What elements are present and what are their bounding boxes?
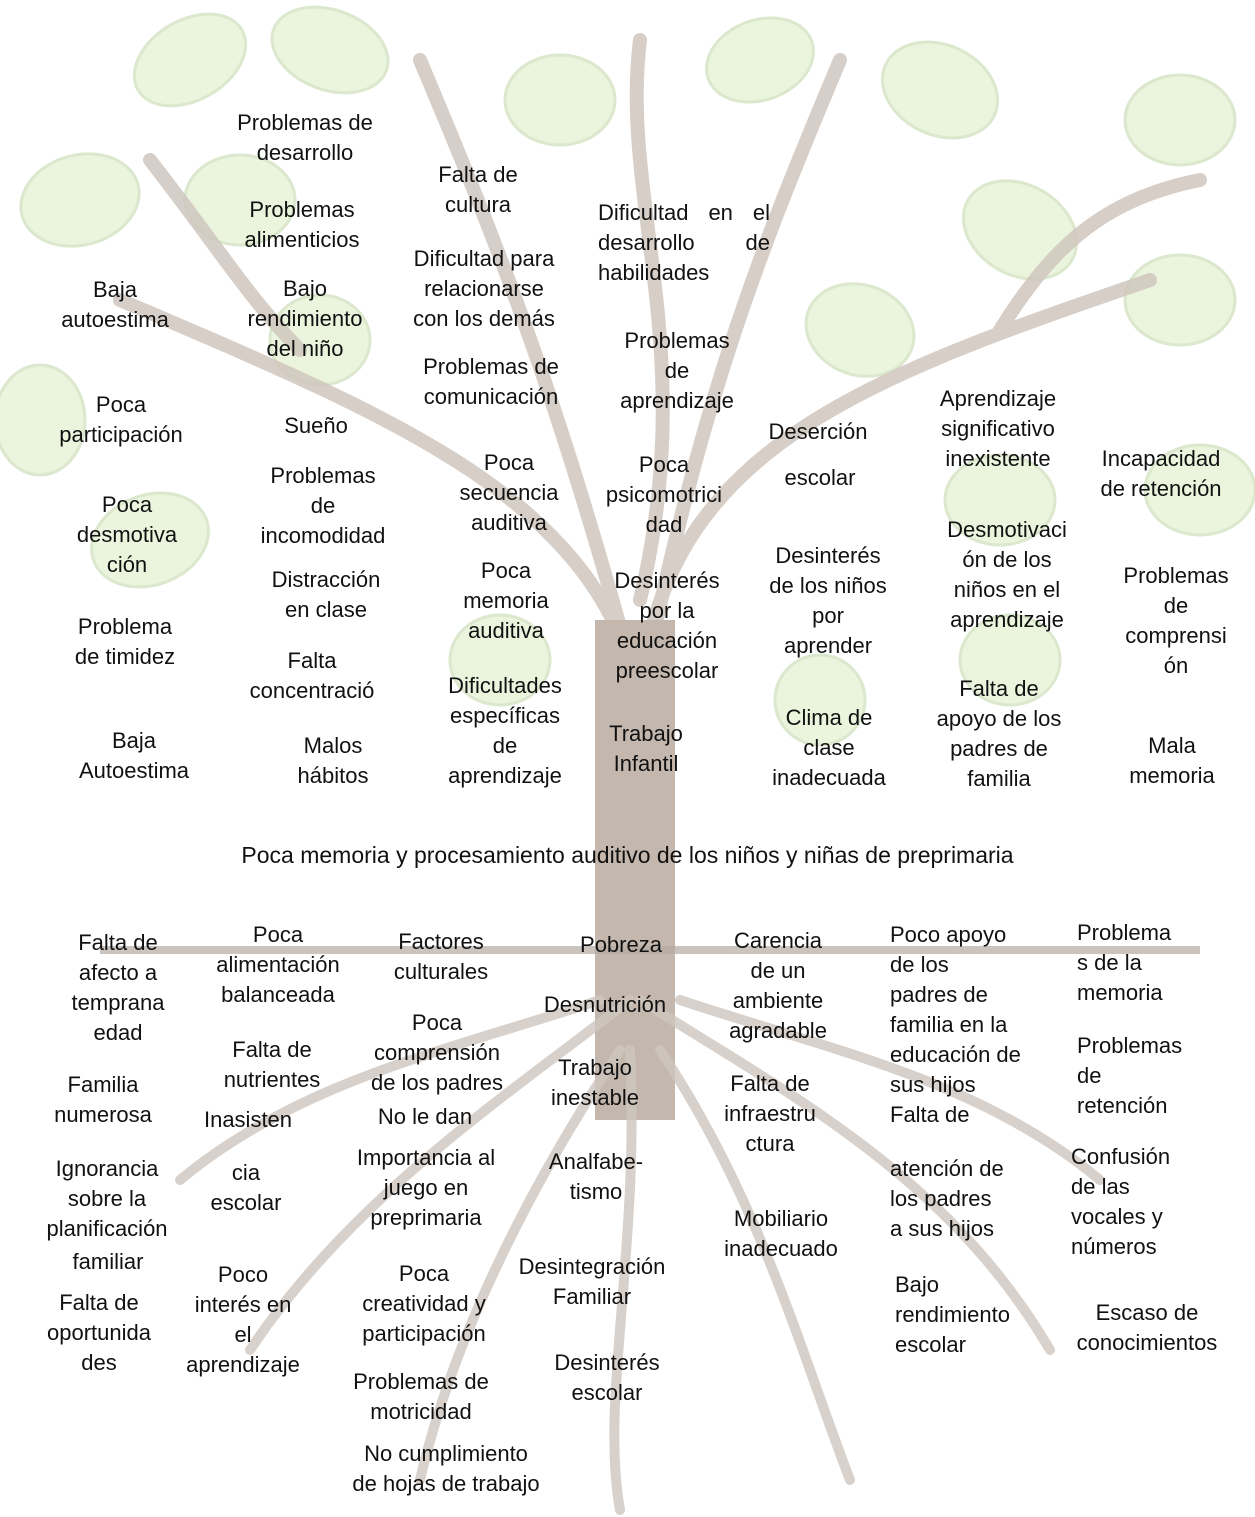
effect-label: Deserción <box>768 419 868 444</box>
cause-label: Carencia de un ambiente agradable <box>729 928 827 1043</box>
cause-label: Desintegración Familiar <box>518 1254 666 1309</box>
cause-label: Falta de nutrientes <box>223 1037 321 1092</box>
effect-label: Problema de timidez <box>74 614 176 669</box>
cause-label: No cumplimiento de hojas de trabajo <box>352 1441 540 1496</box>
effect-label: Problemas alimenticios <box>244 197 360 252</box>
cause-label: cia escolar <box>210 1160 282 1215</box>
effect-label: Poca secuencia auditiva <box>459 450 559 535</box>
cause-label: Trabajo inestable <box>550 1055 640 1110</box>
cause-label: Pobreza <box>580 932 662 957</box>
cause-label: Familia numerosa <box>54 1072 152 1127</box>
cause-label: Ignorancia sobre la planificación <box>46 1156 168 1241</box>
central-problem: Poca memoria y procesamiento auditivo de… <box>241 842 1014 868</box>
cause-label: Analfabe- tismo <box>548 1149 644 1204</box>
effect-label: Incapacidad de retención <box>1100 446 1222 501</box>
effect-label: Sueño <box>284 413 348 438</box>
effect-label: Falta de cultura <box>438 162 518 217</box>
cause-label: Poco interés en el aprendizaje <box>186 1262 300 1377</box>
cause-label: Falta de afecto a temprana edad <box>71 930 165 1045</box>
effect-label: escolar <box>784 465 856 490</box>
effect-label: Baja autoestima <box>61 277 169 332</box>
effect-label: Desmotivaci ón de los niños en el aprend… <box>947 517 1067 632</box>
cause-label: Problemas de retención <box>1077 1033 1183 1118</box>
cause-label: Bajo rendimiento escolar <box>895 1272 1010 1357</box>
effect-label: Poca psicomotrici dad <box>605 452 723 537</box>
effect-label: Problemas de desarrollo <box>237 110 373 165</box>
cause-label: Inasisten <box>203 1107 293 1132</box>
cause-label: Mobiliario inadecuado <box>724 1206 838 1261</box>
cause-label: Poco apoyo de los padres de familia en l… <box>890 922 1021 1127</box>
effect-label: Poca participación <box>59 392 183 447</box>
effect-label: Mala memoria <box>1129 733 1215 788</box>
trunk <box>595 620 675 1120</box>
cause-label: Poca comprensión de los padres <box>370 1010 504 1095</box>
cause-label: Importancia al juego en preprimaria <box>356 1145 496 1230</box>
effect-label: Trabajo Infantil <box>609 721 683 776</box>
effect-label: Problemas de incomodidad <box>260 463 386 548</box>
effect-label: Baja Autoestima <box>78 728 190 783</box>
cause-label: Desnutrición <box>543 992 667 1017</box>
effect-label: Aprendizaje significativo inexistente <box>939 386 1057 471</box>
effect-label: Malos hábitos <box>297 733 369 788</box>
cause-label: Falta de oportunida des <box>47 1290 151 1375</box>
cause-label: familiar <box>72 1249 144 1274</box>
effect-label: Clima de clase inadecuada <box>772 705 886 790</box>
effect-label: Poca memoria auditiva <box>463 558 549 643</box>
cause-label: Problemas de motricidad <box>353 1369 489 1424</box>
effect-label: Problemas de comprensi ón <box>1123 563 1229 678</box>
cause-label: Confusión de las vocales y números <box>1071 1144 1171 1259</box>
cause-label: Escaso de conocimientos <box>1076 1300 1218 1355</box>
effect-label: Dificultad para relacionarse con los dem… <box>413 246 555 331</box>
cause-label: Poca alimentación balanceada <box>216 922 340 1007</box>
effect-label: Poca desmotiva ción <box>76 492 178 577</box>
cause-label: No le dan <box>377 1104 473 1129</box>
effect-label: Falta concentració <box>249 648 375 703</box>
effect-label: Desinterés de los niños por aprender <box>769 543 887 658</box>
effect-label: Dificultades específicas de aprendizaje <box>448 673 562 788</box>
effect-label: Desinterés por la educación preescolar <box>614 568 720 683</box>
effect-label: Falta de apoyo de los padres de familia <box>936 676 1062 791</box>
effect-label: Dificultad en el desarrollo de habilidad… <box>598 200 770 285</box>
cause-label: Factores culturales <box>393 929 489 984</box>
effect-label: Problemas de aprendizaje <box>620 328 734 413</box>
cause-label: Problema s de la memoria <box>1077 920 1172 1005</box>
cause-label: atención de los padres a sus hijos <box>890 1156 1004 1241</box>
cause-label: Falta de infraestru ctura <box>724 1071 816 1156</box>
effect-label: Bajo rendimiento del niño <box>247 276 363 361</box>
roots <box>175 995 1105 1515</box>
cause-label: Desinterés escolar <box>554 1350 660 1405</box>
effect-label: Problemas de comunicación <box>423 354 559 409</box>
effect-label: Distracción en clase <box>271 567 381 622</box>
cause-label: Poca creatividad y participación <box>362 1261 486 1346</box>
